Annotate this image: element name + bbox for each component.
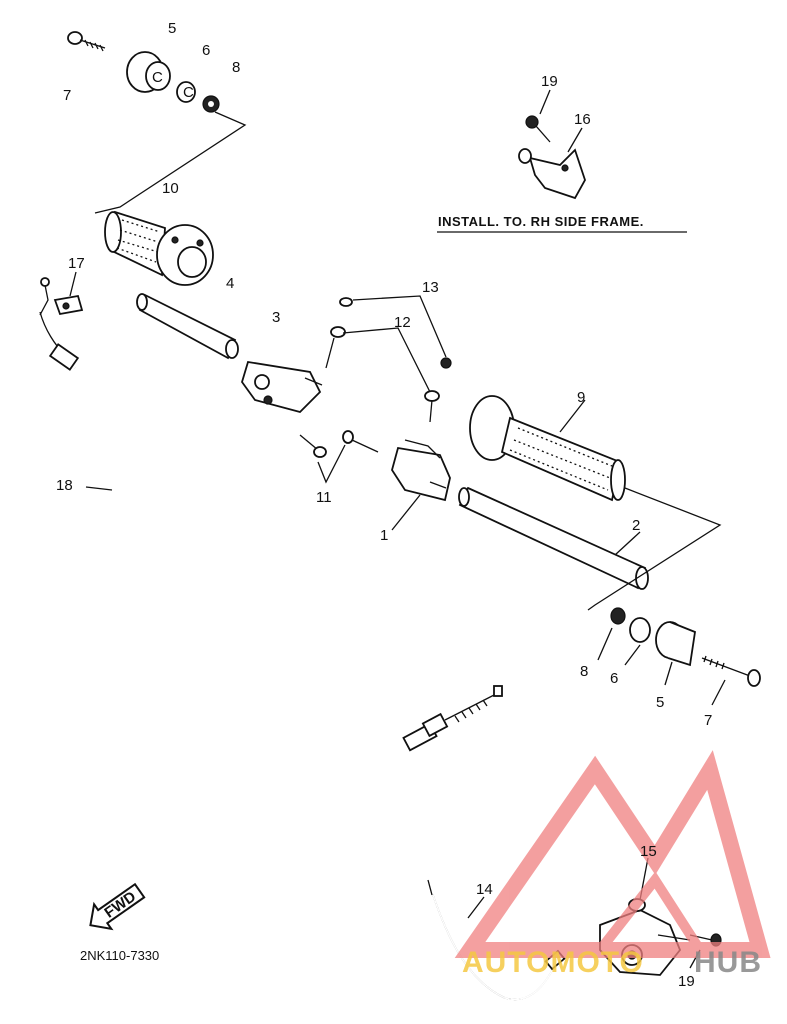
leader-6: [624, 644, 641, 666]
handlebar-tube-2: [458, 486, 649, 590]
leader-9: [559, 399, 586, 433]
screw-13-left: [339, 297, 353, 307]
bolt-7-right: [701, 655, 761, 687]
nut-8-top: [202, 95, 220, 113]
bracket-line-top: [94, 111, 247, 214]
callout-18: 18: [56, 477, 73, 494]
leader-19-top: [539, 89, 551, 115]
screw-11-left: [299, 434, 327, 458]
svg-text:C: C: [152, 69, 163, 86]
collar-6-top: C: [176, 81, 196, 103]
callout-8-top: 8: [232, 59, 240, 76]
callout-5-right: 5: [656, 694, 664, 711]
svg-text:C: C: [183, 84, 194, 101]
callout-3: 3: [272, 309, 280, 326]
callout-12: 12: [394, 314, 411, 331]
leader-17: [69, 271, 77, 297]
callout-10: 10: [162, 180, 179, 197]
leader-8: [597, 627, 613, 661]
callout-2: 2: [632, 517, 640, 534]
callout-16: 16: [574, 111, 591, 128]
collar-6-right: [629, 617, 651, 643]
leader-1: [391, 494, 421, 531]
callout-6-right: 6: [610, 670, 618, 687]
bracket-line-right: [587, 487, 722, 611]
callout-19-bottom: 19: [678, 973, 695, 990]
leader-11: [317, 444, 346, 484]
callout-7-top: 7: [63, 87, 71, 104]
watermark-text-hub: HUB: [694, 946, 762, 979]
callout-5-top: 5: [168, 20, 176, 37]
end-weight-5-top: C: [126, 51, 171, 93]
throttle-cable-18: [39, 277, 503, 862]
choke-cable-14: [427, 879, 566, 1001]
callout-9: 9: [577, 389, 585, 406]
callout-1: 1: [380, 527, 388, 544]
leader-12: [342, 327, 431, 393]
leader-13: [352, 295, 447, 358]
bracket-16: [518, 148, 586, 200]
screw-12-right: [424, 390, 440, 423]
screw-13-right: [440, 357, 452, 369]
leader-14: [467, 896, 485, 919]
callout-6-top: 6: [202, 42, 210, 59]
callout-17: 17: [68, 255, 85, 272]
bolt-19-top: [525, 115, 551, 143]
callout-15: 15: [640, 843, 657, 860]
throttle-grip-10: [104, 210, 214, 286]
leader-5: [664, 661, 673, 686]
screw-11-right: [342, 430, 379, 453]
callout-4: 4: [226, 275, 234, 292]
watermark-logo: [454, 750, 771, 958]
switch-housing-1: [391, 439, 451, 502]
callout-8-right: 8: [580, 663, 588, 680]
callout-11: 11: [316, 489, 332, 506]
handlebar-tube-4: [136, 293, 239, 360]
grip-9: [469, 395, 626, 502]
end-weight-5-right: [655, 621, 696, 667]
bolt-7-top: [67, 31, 106, 52]
leader-2: [614, 531, 641, 556]
callout-14: 14: [476, 881, 493, 898]
clip-17: [53, 294, 84, 316]
leader-18: [85, 486, 113, 491]
leader-7: [711, 679, 726, 706]
diagram-code: 2NK110-7330: [80, 948, 159, 963]
callout-7-right: 7: [704, 712, 712, 729]
leader-16: [567, 127, 583, 153]
callout-19-top: 19: [541, 73, 558, 90]
watermark-text-auto: AUTOMOTO: [462, 946, 644, 979]
nut-8-right: [610, 607, 626, 625]
screw-12-left: [325, 326, 346, 369]
install-note: INSTALL. TO. RH SIDE FRAME.: [438, 214, 644, 229]
switch-housing-3: [241, 360, 323, 414]
callout-13: 13: [422, 279, 439, 296]
fwd-arrow-icon: FWD: [89, 882, 146, 931]
